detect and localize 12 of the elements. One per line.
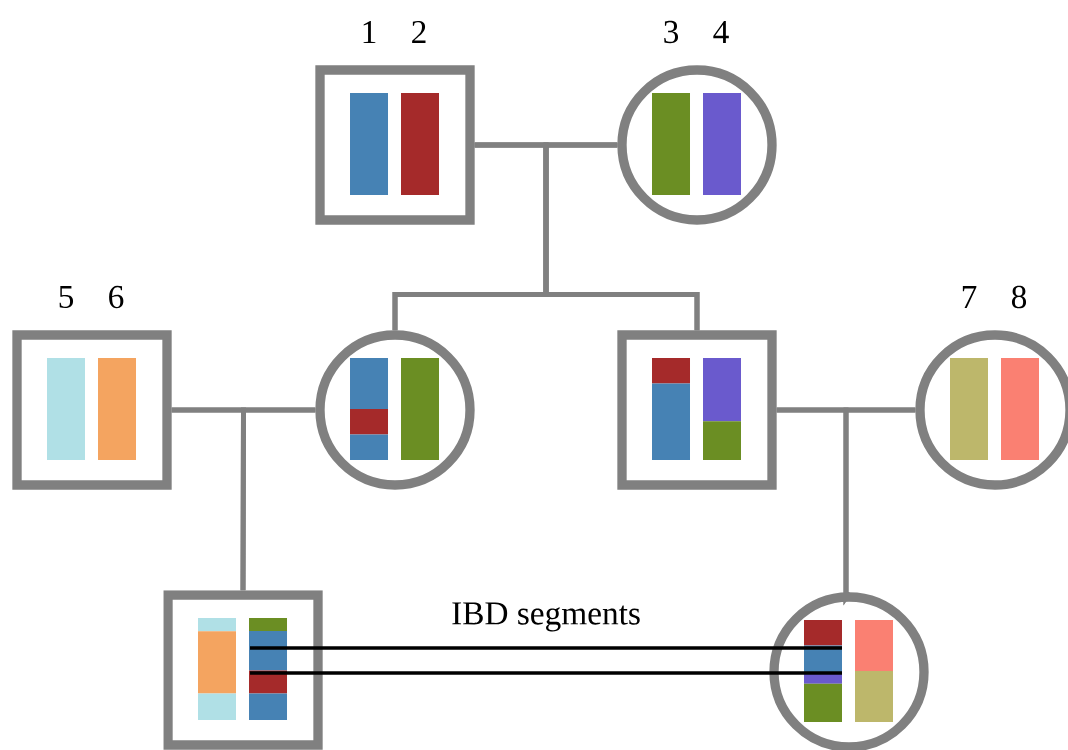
chromosome-number: 1 — [363, 21, 376, 43]
descent-line — [240, 407, 316, 591]
descent-line — [843, 407, 916, 606]
edge-label: IBD segments — [452, 602, 640, 632]
chromosome-number: 3 — [664, 20, 679, 44]
chromosome-number: 7 — [962, 286, 977, 308]
chromosome-number: 6 — [109, 285, 124, 309]
chromosome-number: 4 — [713, 21, 729, 43]
chromosome-number: 5 — [59, 285, 74, 309]
chromosome-number: 2 — [412, 20, 426, 44]
descent-line — [543, 142, 700, 331]
chromosome-number: 8 — [1011, 285, 1027, 309]
